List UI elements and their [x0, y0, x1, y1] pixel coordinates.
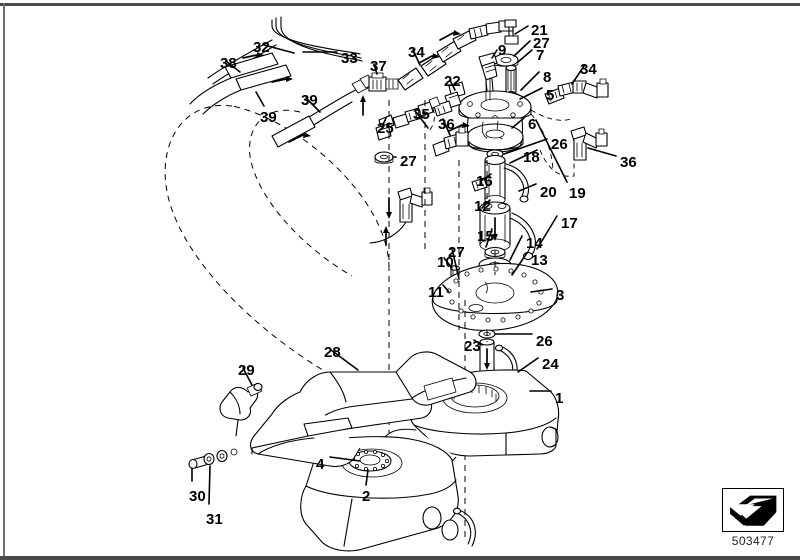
callout-29-mounting-bracket[interactable]: 29 [238, 362, 255, 379]
callout-38-hose-sleeve-outer[interactable]: 38 [220, 55, 237, 72]
lower-hose-fitting [369, 187, 433, 244]
callout-10-plate-screw[interactable]: 10 [437, 254, 454, 271]
pump-housing-6 [466, 117, 524, 153]
callout-24-spring-clip[interactable]: 24 [542, 356, 559, 373]
fuel-rail-34-left [397, 24, 489, 91]
callout-leader-lines [191, 25, 617, 505]
pump-upper-body-18 [484, 154, 506, 205]
callout-13-filter-screen[interactable]: 13 [531, 252, 548, 269]
callout-7-stud-bolt[interactable]: 7 [536, 47, 545, 64]
tee-fitting-37 [368, 72, 399, 92]
angled-fitting-21 [485, 19, 519, 45]
callout-28-tank-saddle-left[interactable]: 28 [324, 344, 341, 361]
frame-left-border [3, 3, 5, 557]
fuel-line-34-right [530, 78, 609, 121]
sender-mounting-plate-3 [431, 262, 559, 332]
callout-39-hose-sleeve-right[interactable]: 39 [301, 92, 318, 109]
callout-27-seal-washer-plate[interactable]: 27 [448, 244, 465, 261]
tank-saddle-28 [249, 351, 477, 468]
callout-18-pump-outlet[interactable]: 18 [523, 149, 540, 166]
callout-36-connector-right[interactable]: 36 [620, 154, 637, 171]
callout-36-connector-left[interactable]: 36 [438, 116, 455, 133]
fuel-tank-lower-2 [300, 436, 476, 552]
callout-25-elbow-connector-left[interactable]: 25 [377, 120, 394, 137]
mounting-bracket-29 [219, 382, 263, 437]
callout-27-seal-washer-mid[interactable]: 27 [400, 153, 417, 170]
callout-16-bracket-clip[interactable]: 16 [476, 173, 493, 190]
fuel-line-assembly-left [189, 16, 363, 115]
callout-34-fuel-line-right[interactable]: 34 [580, 61, 597, 78]
connector-36-right [539, 126, 608, 177]
callout-21-angled-fitting-top[interactable]: 21 [531, 22, 548, 39]
callout-4-tank-opening[interactable]: 4 [316, 456, 325, 473]
callout-11-washer-nut[interactable]: 11 [428, 284, 444, 301]
vent-hose-20 [503, 163, 530, 203]
stud-bolt-7 [505, 64, 517, 93]
fuel-hose-17 [509, 212, 536, 261]
diagram-id-number: 503477 [731, 534, 775, 548]
callout-31-washer-left[interactable]: 31 [206, 511, 223, 528]
callout-32-fuel-line-long[interactable]: 32 [253, 39, 270, 56]
callout-34-fuel-line-upper[interactable]: 34 [408, 44, 425, 61]
callout-30-bolt-left[interactable]: 30 [189, 488, 206, 505]
callout-6-pump-housing-cap[interactable]: 6 [528, 116, 537, 133]
callout-12-fuel-pump-body[interactable]: 12 [474, 198, 491, 215]
connector-36-left [432, 122, 470, 157]
callout-27-seal-washer-top[interactable]: 27 [533, 35, 550, 52]
callout-8-hex-nut[interactable]: 8 [543, 69, 552, 86]
callout-33-fuel-line-end[interactable]: 33 [341, 50, 358, 67]
callout-39-hose-sleeve-inner[interactable]: 39 [260, 109, 277, 126]
callout-17-fuel-hose-lower[interactable]: 17 [561, 215, 578, 232]
frame-bottom-border [0, 556, 800, 560]
fuel-line-assembly-right-branch [271, 74, 375, 148]
pump-top-flange-5 [458, 77, 532, 124]
callout-26-sealing-ring-lower[interactable]: 26 [536, 333, 553, 350]
suction-pipe-23 [479, 338, 495, 375]
callout-23-suction-pipe[interactable]: 23 [464, 338, 481, 355]
callout-37-tee-fitting[interactable]: 37 [370, 58, 387, 75]
frame-top-border [0, 3, 800, 6]
seal-washer-27-mid [374, 151, 394, 164]
callout-19-hose-clamp[interactable]: 19 [569, 185, 586, 202]
callout-15-retaining-ring[interactable]: 15 [477, 228, 494, 245]
callout-14-rubber-damper[interactable]: 14 [526, 235, 543, 252]
manufacturer-arrow-logo [722, 488, 784, 532]
callout-35-hose-assembly-mid[interactable]: 35 [413, 106, 430, 123]
callout-9-electrical-connector[interactable]: 9 [498, 42, 507, 59]
callout-3-sender-mounting-plate[interactable]: 3 [556, 287, 565, 304]
callout-1-fuel-tank-right[interactable]: 1 [555, 390, 564, 407]
callout-26-sealing-ring-upper[interactable]: 26 [551, 136, 568, 153]
callout-22-elbow-fitting[interactable]: 22 [444, 73, 461, 90]
projection-dashed-arcs [164, 104, 456, 419]
callout-20-vent-hose[interactable]: 20 [540, 184, 557, 201]
callout-5-pump-flange-top[interactable]: 5 [546, 87, 555, 104]
bolt-30-washer-31 [188, 448, 238, 470]
callout-2-tank-flange-lower[interactable]: 2 [362, 488, 371, 505]
hose-assembly-35 [392, 96, 441, 133]
